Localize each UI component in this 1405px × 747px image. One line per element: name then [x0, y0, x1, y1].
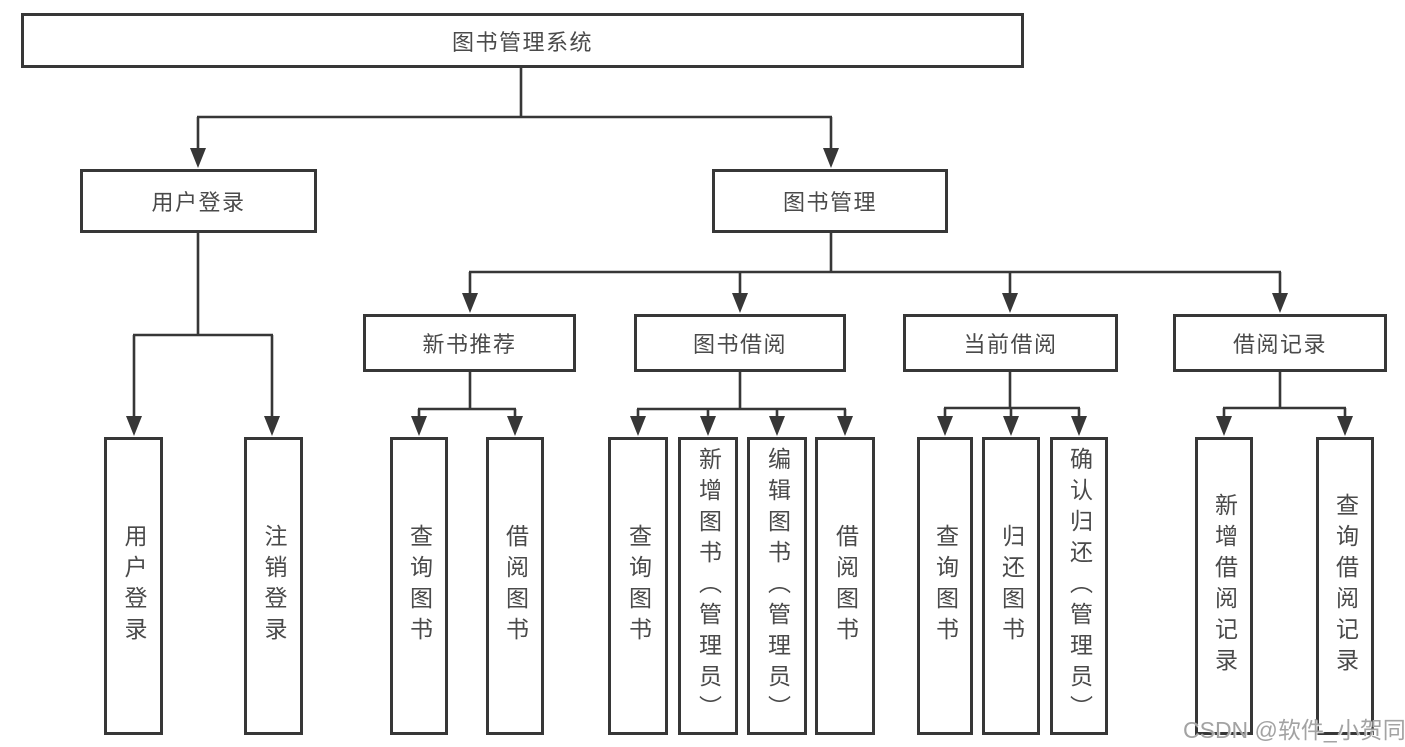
node-label: 新增图书（管理员）: [695, 446, 722, 726]
node-leaf-query-borrow-record: 查询借阅记录: [1316, 437, 1374, 735]
node-leaf-query-books: 查询图书: [390, 437, 448, 735]
node-label: 图书管理: [782, 190, 877, 215]
node-leaf-borrow-books-2: 借阅图书: [815, 437, 875, 735]
node-label: 图书借阅: [692, 332, 787, 357]
node-book-borrowing: 图书借阅: [634, 314, 846, 372]
node-leaf-query-books-2: 查询图书: [608, 437, 668, 735]
node-label: 用户登录: [151, 190, 246, 215]
node-label: 当前借阅: [963, 332, 1058, 357]
node-label: 借阅图书: [832, 524, 859, 648]
node-label: 注销登录: [261, 524, 287, 648]
node-leaf-confirm-return-admin: 确认归还（管理员）: [1050, 437, 1108, 735]
node-leaf-borrow-books: 借阅图书: [486, 437, 544, 735]
node-leaf-edit-books-admin: 编辑图书（管理员）: [747, 437, 807, 735]
node-current-borrowing: 当前借阅: [903, 314, 1118, 372]
node-label: 查询图书: [406, 524, 433, 648]
node-label: 借阅记录: [1232, 332, 1327, 357]
node-label: 用户登录: [121, 524, 147, 648]
node-borrowing-records: 借阅记录: [1173, 314, 1387, 372]
node-leaf-logout: 注销登录: [244, 437, 303, 735]
node-label: 图书管理系统: [451, 29, 593, 55]
node-user-login-branch: 用户登录: [80, 169, 317, 233]
node-book-management-branch: 图书管理: [712, 169, 948, 233]
node-new-book-recommend: 新书推荐: [363, 314, 576, 372]
node-leaf-user-login: 用户登录: [104, 437, 163, 735]
node-label: 借阅图书: [502, 524, 529, 648]
node-label: 新增借阅记录: [1211, 493, 1238, 679]
node-label: 新书推荐: [422, 332, 517, 357]
node-label: 查询图书: [932, 524, 959, 648]
node-label: 查询图书: [625, 524, 652, 648]
node-label: 归还图书: [998, 524, 1025, 648]
csdn-watermark: CSDN @软件_小贺同学: [1183, 717, 1405, 743]
node-leaf-add-books-admin: 新增图书（管理员）: [678, 437, 738, 735]
node-leaf-query-books-3: 查询图书: [917, 437, 973, 735]
node-leaf-add-borrow-record: 新增借阅记录: [1195, 437, 1253, 735]
node-leaf-return-books: 归还图书: [982, 437, 1040, 735]
node-label: 查询借阅记录: [1332, 493, 1359, 679]
node-library-management-system: 图书管理系统: [21, 13, 1024, 68]
node-label: 确认归还（管理员）: [1066, 446, 1093, 726]
node-label: 编辑图书（管理员）: [764, 446, 791, 726]
